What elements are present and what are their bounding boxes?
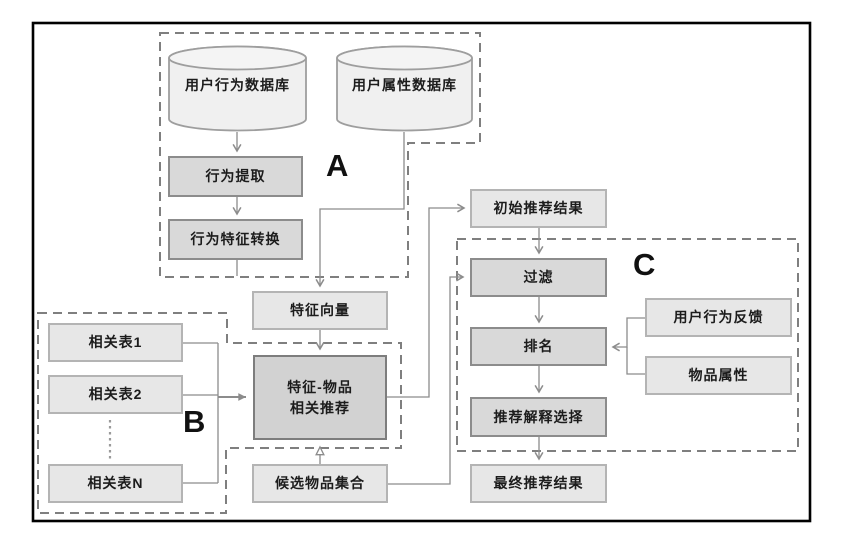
node-behavior-extract: 行为提取 <box>168 156 303 197</box>
node-related-table-n: 相关表N <box>48 464 183 503</box>
node-final-rec-result: 最终推荐结果 <box>470 464 607 503</box>
cylinder-shape <box>336 45 473 132</box>
section-label-a: A <box>326 148 349 183</box>
node-item-attribute: 物品属性 <box>645 356 792 395</box>
section-label-c: C <box>633 247 656 282</box>
section-b-outline <box>37 312 402 514</box>
node-user-behavior-db: 用户行为数据库 <box>167 45 308 133</box>
node-related-table-1: 相关表1 <box>48 323 183 362</box>
section-outlines <box>37 32 799 514</box>
node-filter: 过滤 <box>470 258 607 297</box>
connectors <box>183 132 645 485</box>
section-label-b: B <box>183 404 206 439</box>
node-feature-vector: 特征向量 <box>252 291 388 330</box>
node-feature-item-recommend: 特征-物品 相关推荐 <box>253 355 387 440</box>
node-user-attribute-db: 用户属性数据库 <box>335 45 474 133</box>
node-candidate-item-set: 候选物品集合 <box>252 464 388 503</box>
node-label: 用户属性数据库 <box>352 77 457 93</box>
outer-frame <box>31 21 812 523</box>
node-label: 用户行为数据库 <box>185 77 290 93</box>
section-a-outline <box>159 32 481 278</box>
node-rank: 排名 <box>470 327 607 366</box>
node-rec-explain-select: 推荐解释选择 <box>470 397 607 437</box>
node-related-table-2: 相关表2 <box>48 375 183 414</box>
node-user-behavior-feedback: 用户行为反馈 <box>645 298 792 337</box>
cylinder-shape <box>168 45 307 132</box>
node-initial-rec-result: 初始推荐结果 <box>470 189 607 228</box>
node-behavior-feature-transform: 行为特征转换 <box>168 219 303 260</box>
section-c-outline <box>456 238 799 452</box>
